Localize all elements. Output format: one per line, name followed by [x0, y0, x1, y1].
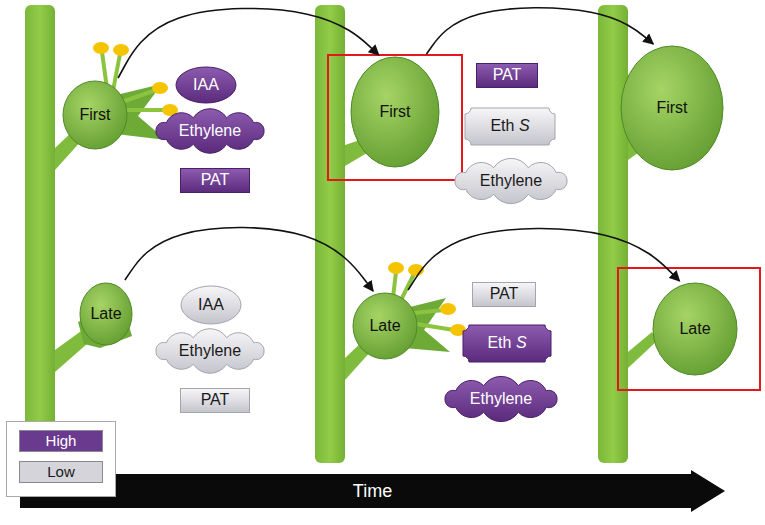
cloud	[156, 109, 264, 154]
hormone-label: PAT	[493, 66, 522, 84]
rect	[477, 64, 538, 88]
text-part: S	[516, 334, 527, 351]
fruit-shape: First	[350, 56, 440, 168]
rect	[473, 283, 536, 307]
text-part: S	[519, 117, 530, 134]
notched-box: Eth S	[463, 325, 551, 362]
hormone-label: Eth S	[487, 334, 526, 352]
arrow-connector	[427, 8, 654, 54]
fruit-label: First	[656, 99, 687, 117]
cloud	[445, 376, 557, 421]
hormone-label: IAA	[198, 296, 224, 314]
fruit-label: Late	[90, 305, 121, 323]
ellipse	[621, 46, 723, 170]
legend-box: HighLow	[6, 421, 116, 497]
fruit-shape: First	[62, 80, 128, 150]
fruit-label: Late	[369, 317, 400, 335]
hormone-label: PAT	[490, 285, 519, 303]
arrow-connector	[408, 228, 679, 290]
fruit-shape: Late	[652, 282, 738, 376]
cloud-shape: Ethylene	[148, 110, 272, 152]
stem	[25, 5, 55, 473]
hormone-label: Eth S	[490, 117, 529, 135]
hormone-label: IAA	[193, 76, 219, 94]
fruit-shape: IAA	[175, 66, 237, 104]
hormone-label: Ethylene	[179, 122, 241, 140]
label-box: PAT	[476, 63, 538, 88]
text-part: Eth	[487, 334, 511, 351]
ellipse	[80, 283, 132, 345]
legend-label: Low	[47, 463, 75, 480]
hormone-label: Ethylene	[470, 390, 532, 408]
legend-label: High	[46, 432, 77, 449]
fruit-label: First	[79, 106, 110, 124]
text-part	[514, 117, 518, 134]
stem	[315, 5, 345, 463]
fruit-shape: IAA	[180, 285, 242, 325]
cloud-shape: Ethylene	[447, 160, 575, 202]
hormone-label: PAT	[201, 391, 230, 409]
fruit-label: Late	[679, 320, 710, 338]
ellipse	[176, 67, 236, 103]
rect	[181, 169, 250, 193]
notch	[463, 325, 551, 362]
highlight-box	[328, 55, 462, 180]
text-part	[511, 334, 515, 351]
arrow	[20, 470, 725, 512]
cloud	[455, 158, 567, 203]
hormone-label: Ethylene	[480, 172, 542, 190]
time-arrow: Time	[20, 470, 725, 512]
fruit-label: First	[379, 103, 410, 121]
fruit-shape: Late	[79, 282, 133, 346]
ellipse	[181, 286, 241, 324]
notched-box: Eth S	[465, 108, 555, 145]
notch	[465, 108, 555, 145]
ellipse	[63, 81, 127, 149]
highlight-box	[618, 268, 760, 390]
fruit-shape: Late	[352, 292, 418, 360]
ellipse	[353, 293, 417, 359]
hormone-label: PAT	[201, 171, 230, 189]
axis-label: Time	[353, 481, 392, 502]
cloud	[156, 329, 264, 374]
text-part: Eth	[490, 117, 514, 134]
ellipse	[351, 57, 439, 167]
arrow-connector	[118, 8, 379, 78]
label-box: PAT	[180, 388, 250, 413]
label-box: PAT	[180, 168, 250, 193]
rect	[181, 389, 250, 413]
label-box: PAT	[472, 282, 536, 307]
arrow-connector	[125, 228, 373, 291]
hormone-label: Ethylene	[179, 342, 241, 360]
legend-swatch: High	[19, 430, 103, 452]
cloud-shape: Ethylene	[437, 378, 565, 420]
ellipse	[653, 283, 737, 375]
legend-swatch: Low	[19, 461, 103, 483]
cloud-shape: Ethylene	[148, 330, 272, 372]
fruit-shape: First	[620, 45, 724, 171]
